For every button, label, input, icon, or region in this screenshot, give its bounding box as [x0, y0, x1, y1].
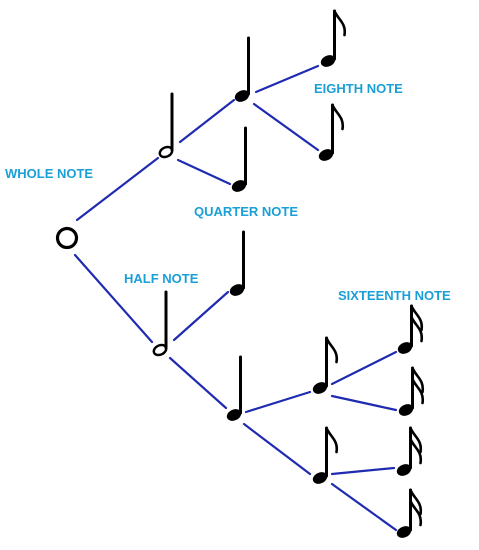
edge-e3-s2: [330, 394, 398, 412]
sixteenth-note-icon: [396, 426, 423, 476]
label-sixteenth-note: SIXTEENTH NOTE: [338, 288, 451, 303]
label-eighth-note: EIGHTH NOTE: [314, 81, 403, 96]
tree-edges: [73, 64, 398, 532]
half-note-icon: [158, 92, 174, 159]
sixteenth-note-icon: [397, 304, 424, 354]
edge-h2-q4: [168, 356, 228, 410]
quarter-note-icon: [234, 36, 250, 102]
half-note-icon: [152, 290, 168, 357]
eighth-note-icon: [312, 336, 339, 394]
tree-labels: WHOLE NOTE HALF NOTE QUARTER NOTE EIGHTH…: [5, 81, 451, 303]
edge-q1-e1: [254, 64, 320, 94]
sixteenth-note-icon: [396, 488, 423, 538]
tree-notes: [55, 9, 425, 538]
edge-q4-e3: [244, 390, 312, 414]
edge-h2-q3: [172, 290, 230, 342]
quarter-note-icon: [229, 230, 245, 296]
eighth-note-icon: [318, 103, 345, 161]
label-quarter-note: QUARTER NOTE: [194, 204, 298, 219]
quarter-note-icon: [231, 126, 247, 192]
edge-q4-e4: [242, 422, 312, 476]
eighth-note-icon: [312, 426, 339, 484]
label-whole-note: WHOLE NOTE: [5, 166, 93, 181]
edge-h1-q2: [176, 158, 232, 186]
edge-q1-e2: [252, 102, 320, 152]
edge-e4-s4: [330, 482, 398, 532]
edge-e3-s1: [330, 350, 398, 386]
sixteenth-note-icon: [398, 366, 425, 416]
quarter-note-icon: [226, 355, 242, 421]
whole-note-icon: [55, 226, 79, 250]
label-half-note: HALF NOTE: [124, 271, 199, 286]
edge-w-h1: [75, 156, 160, 222]
eighth-note-icon: [320, 9, 347, 67]
edge-e4-s3: [330, 466, 396, 476]
edge-h1-q1: [178, 98, 236, 144]
edge-w-h2: [73, 253, 154, 344]
